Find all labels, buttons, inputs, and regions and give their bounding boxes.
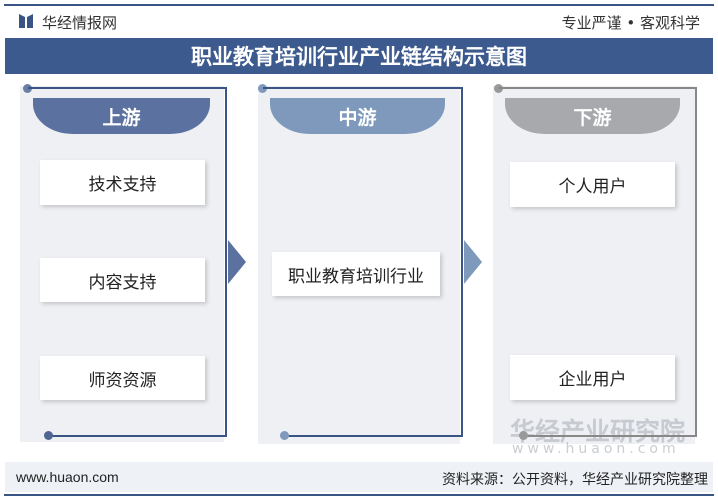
upstream-tab: 上游 [33,98,210,134]
arrow-right-icon [228,240,246,288]
connector-dot [23,84,32,93]
connector-line [225,87,227,437]
connector-dot [44,431,53,440]
connector-dot [519,431,528,440]
downstream-tab: 下游 [505,98,680,134]
arrow-right-icon [464,240,482,288]
downstream-item: 企业用户 [510,355,675,400]
upstream-item: 技术支持 [40,160,205,205]
footer-source: 资料来源：公开资料，华经产业研究院整理 [442,472,708,488]
midstream-item: 职业教育培训行业 [272,252,440,296]
connector-line [695,87,697,437]
slogan: 专业严谨 • 客观科学 [561,14,700,32]
upstream-item: 师资资源 [40,356,205,400]
connector-dot [258,84,267,93]
footer-url: www.huaon.com [16,469,119,485]
connector-line [28,87,227,89]
top-rule [4,4,714,6]
watermark-url: www.huaon.com [512,441,680,457]
connector-line [48,435,227,437]
page-title: 职业教育培训行业产业链结构示意图 [5,38,713,74]
connector-line [263,87,463,89]
connector-line [284,435,463,437]
connector-line [523,435,697,437]
downstream-item: 个人用户 [510,162,675,207]
connector-dot [280,431,289,440]
connector-dot [494,84,503,93]
connector-line [499,87,697,89]
footer-bar [5,462,713,492]
connector-line [461,87,463,437]
bottom-rule [4,494,714,496]
upstream-item: 内容支持 [40,258,205,302]
watermark-name: 华经产业研究院 [510,417,686,446]
brand-name: 华经情报网 [42,14,118,32]
midstream-tab: 中游 [270,98,445,134]
logo-icon [18,13,34,29]
